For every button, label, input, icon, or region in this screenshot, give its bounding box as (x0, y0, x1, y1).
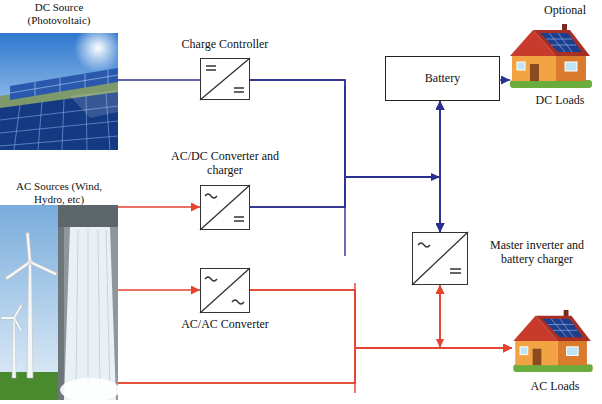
converter-symbols (205, 194, 217, 198)
load-house: AC Loads (510, 310, 600, 396)
connector (250, 177, 440, 232)
connector (118, 206, 200, 207)
converter-box: Charge Controller (170, 38, 280, 100)
label-slot: Optional (535, 4, 595, 18)
wind-hydro-photo (28, 234, 30, 262)
label-slot: AC/AC Converter (165, 318, 285, 332)
wind-hydro-photo (64, 227, 116, 400)
node-label: Battery (425, 72, 460, 86)
wind-hydro-photo (7, 234, 55, 278)
wind-hydro-photo (0, 205, 60, 400)
wind-hydro-photo (58, 205, 118, 227)
converter-symbols (234, 88, 244, 92)
label-slot: Battery (385, 56, 500, 101)
battery-box: Battery (385, 56, 500, 101)
wind-hydro-photo (14, 306, 21, 318)
label-slot: Master inverter and battery charger (476, 239, 598, 267)
label-slot: DC Loads (520, 94, 600, 108)
wind-hydro-photo (60, 378, 120, 402)
wind-hydro-photo (7, 262, 30, 278)
box-outline (200, 58, 250, 100)
label-slot: AC Loads (510, 380, 600, 394)
wind-hydro-photo (12, 318, 16, 378)
converter-symbols (200, 58, 250, 100)
picture-frame (0, 205, 118, 400)
wind-hydro-photo (7, 262, 30, 278)
wind-hydro-photo (2, 306, 21, 330)
picture-frame (510, 24, 592, 88)
converter-symbols (418, 243, 430, 247)
label-slot: Charge Controller (170, 38, 280, 52)
connector (118, 285, 440, 383)
node-label: AC/AC Converter (165, 318, 285, 332)
connector (118, 289, 200, 290)
converter-symbols (234, 217, 244, 221)
wind-hydro-photo (14, 318, 21, 330)
node-label: DC Loads (520, 94, 600, 108)
bus-bars (345, 86, 444, 393)
wind-hydro-photo (2, 306, 21, 330)
converter-symbols (412, 232, 468, 285)
node-label: Master inverter and battery charger (476, 239, 598, 267)
connector (500, 79, 510, 80)
converter-box: AC/AC Converter (165, 268, 285, 334)
wind-hydro-photo (2, 317, 14, 320)
wind-hydro-photo (27, 262, 33, 378)
converter-symbols (206, 66, 216, 70)
picture-frame (0, 33, 118, 150)
converter-symbols (450, 269, 461, 273)
connector (118, 348, 512, 383)
load-house: Optional DC Loads (505, 4, 600, 114)
wind-hydro-photo (0, 205, 120, 402)
inverter-box: Master inverter and battery charger (412, 232, 600, 286)
label-slot: AC/DC Converter and charger (165, 150, 285, 178)
wind-hydro-photo (28, 234, 30, 262)
box-outline (200, 185, 250, 230)
label-slot: DC Source (Photovoltaic) (19, 1, 99, 26)
source-photo: DC Source (Photovoltaic) (0, 0, 118, 150)
converter-symbols (232, 300, 244, 304)
connector (250, 290, 512, 348)
connector (118, 79, 200, 80)
converter-symbols (200, 185, 250, 230)
source-photo: AC Sources (Wind, Hydro, etc) (0, 178, 118, 400)
wind-hydro-photo (28, 260, 33, 265)
solar-photo (0, 24, 122, 150)
wind-hydro-photo (2, 317, 14, 319)
node-label: AC Sources (Wind, Hydro, etc) (9, 180, 109, 205)
wind-hydro-photo (58, 227, 64, 400)
wind-hydro-photo (14, 318, 21, 330)
ac-load-house (513, 310, 592, 372)
node-label: AC/DC Converter and charger (165, 150, 285, 178)
wind-hydro-photo (58, 205, 118, 400)
converter-symbols (205, 277, 217, 281)
node-label: DC Source (Photovoltaic) (19, 1, 99, 26)
node-label: AC Loads (510, 380, 600, 394)
node-label: Charge Controller (170, 38, 280, 52)
wind-hydro-photo (76, 230, 110, 392)
solar-photo (70, 90, 118, 118)
wind-hydro-photo (30, 262, 55, 274)
dc-load-house (510, 24, 592, 88)
converter-box: AC/DC Converter and charger (165, 150, 285, 230)
label-slot: AC Sources (Wind, Hydro, etc) (9, 180, 109, 205)
solar-photo (74, 24, 122, 72)
picture-frame (512, 310, 594, 372)
box-outline (200, 268, 250, 313)
connector (440, 285, 512, 348)
wind-hydro-photo (7, 234, 55, 278)
converter-symbols (200, 268, 250, 313)
node-label: Optional (535, 4, 595, 18)
box-outline (412, 232, 468, 285)
wind-hydro-photo (14, 306, 21, 318)
wind-hydro-photo (30, 262, 55, 274)
connector (250, 285, 440, 348)
